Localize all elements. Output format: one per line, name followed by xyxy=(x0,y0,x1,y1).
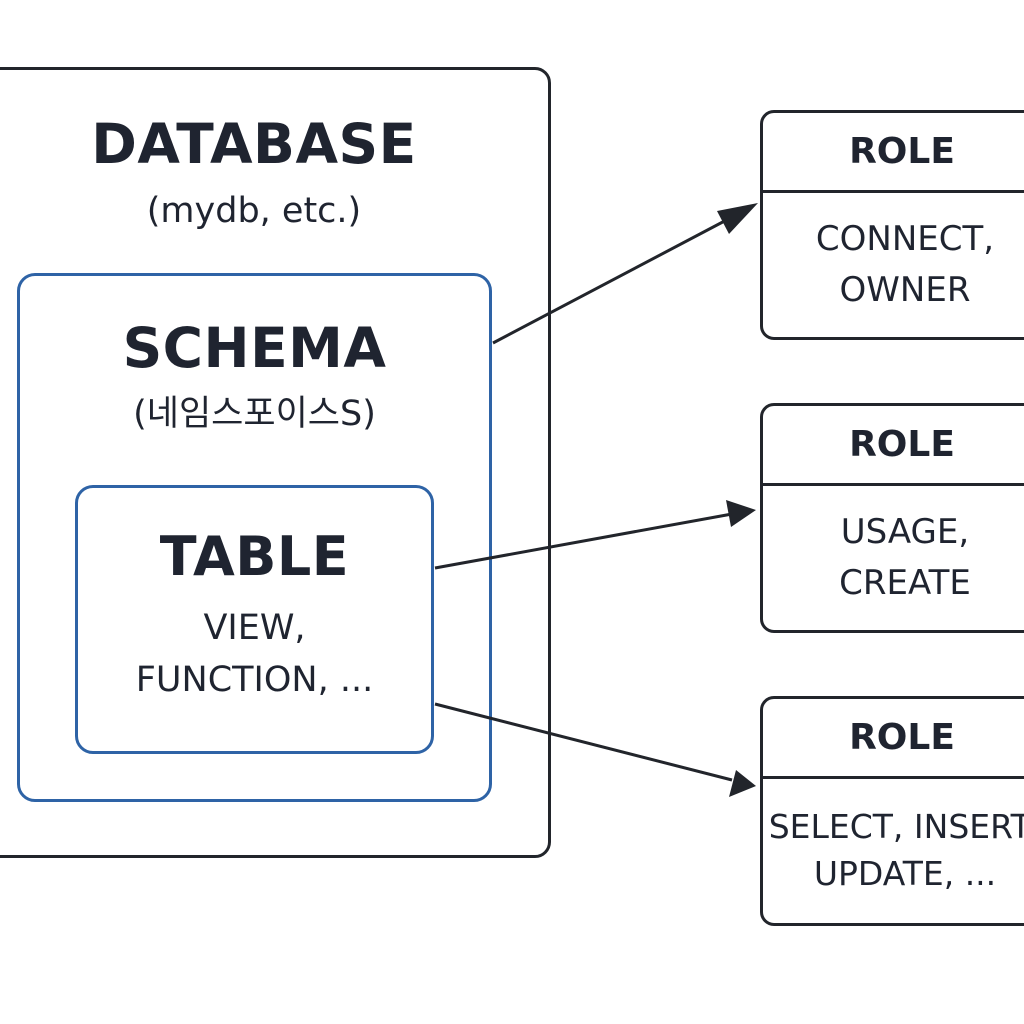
role-privilege-line: SELECT, INSERT, xyxy=(768,807,1024,847)
table-box xyxy=(75,485,434,754)
database-title: DATABASE xyxy=(91,112,417,176)
role-privilege-line: USAGE, xyxy=(840,512,970,552)
role-privileges: CONNECT, OWNER xyxy=(763,193,1024,337)
role-privileges: SELECT, INSERT, UPDATE, ... xyxy=(763,779,1024,923)
table-line-view: VIEW, xyxy=(203,608,306,648)
database-subtitle: (mydb, etc.) xyxy=(146,191,362,231)
table-line-function: FUNCTION, ... xyxy=(135,660,374,700)
table-title: TABLE xyxy=(159,525,350,588)
role-privilege-line: CREATE xyxy=(839,563,971,603)
role-privilege-line: CONNECT, xyxy=(815,219,995,259)
role-box-table: ROLE SELECT, INSERT, UPDATE, ... xyxy=(760,696,1024,926)
schema-subtitle: (네임스포이스S) xyxy=(133,394,376,434)
role-box-database: ROLE CONNECT, OWNER xyxy=(760,110,1024,340)
role-header: ROLE xyxy=(763,699,1024,779)
role-header: ROLE xyxy=(763,406,1024,486)
role-header: ROLE xyxy=(763,113,1024,193)
role-box-schema: ROLE USAGE, CREATE xyxy=(760,403,1024,633)
role-privilege-line: OWNER xyxy=(839,270,971,310)
role-privilege-line: UPDATE, ... xyxy=(813,854,997,893)
role-privileges: USAGE, CREATE xyxy=(763,486,1024,630)
schema-title: SCHEMA xyxy=(122,316,387,380)
